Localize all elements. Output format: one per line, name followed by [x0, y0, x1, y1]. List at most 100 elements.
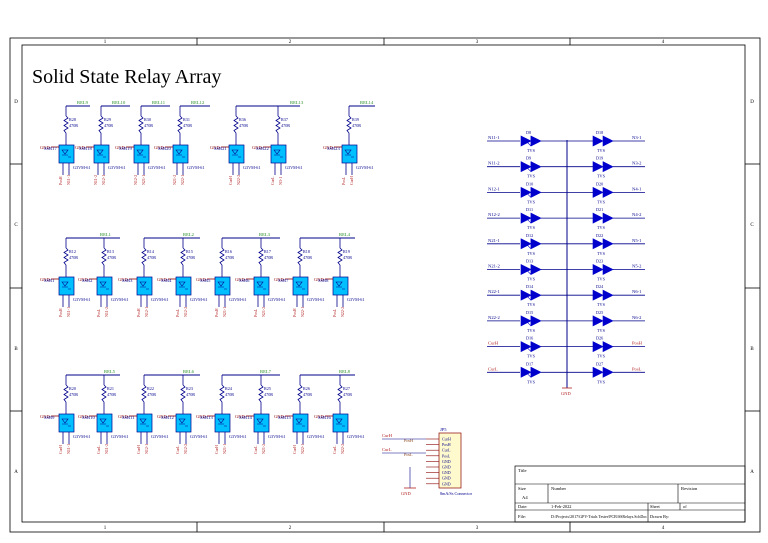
tvs-value: TVS	[597, 302, 606, 307]
col-label-top: 3	[476, 40, 479, 45]
resistor-value: 470R	[69, 255, 78, 260]
row-label-right: D	[750, 100, 754, 105]
tvs-ref: D18	[596, 130, 603, 135]
gnd-label: GND	[235, 414, 245, 419]
date-label: Date:	[518, 504, 528, 509]
ssr-body	[136, 276, 153, 296]
resistor	[233, 115, 239, 134]
tvs-ref: D14	[526, 284, 534, 289]
connector-pin: CurH	[442, 437, 451, 442]
tvs-value: TVS	[597, 174, 606, 179]
ssr-symbol	[231, 149, 241, 158]
resistor-value: 470R	[186, 255, 195, 260]
net-label: REL4	[339, 232, 351, 237]
resistor	[346, 115, 352, 134]
ssr-body	[96, 276, 113, 296]
connector-pin: GND	[442, 470, 451, 475]
gnd-label: GND	[75, 145, 85, 150]
tvs-ref: D27	[596, 361, 603, 366]
ssr-ref: SSR10	[82, 415, 95, 420]
resistor	[297, 384, 303, 403]
tvs-ref: D9	[526, 156, 531, 161]
ssr-symbol	[175, 149, 185, 158]
ssr-body	[136, 413, 153, 433]
gnd-label: GND	[235, 277, 245, 282]
ssr-output-net: N22-1	[300, 307, 305, 317]
ssr-body	[332, 276, 349, 296]
size-label: Size	[518, 486, 526, 491]
ssr-output-net: PosL	[96, 308, 101, 317]
col-label-bottom: 3	[476, 526, 479, 531]
tvs-diode	[592, 315, 604, 327]
tvs-diode	[530, 186, 542, 198]
tvs-right-net: N3-2	[632, 161, 642, 166]
ssr-symbol	[335, 418, 345, 427]
resistor	[275, 115, 281, 134]
gnd-label: GND	[323, 145, 333, 150]
ssr-output-net: PosL	[175, 308, 180, 317]
tvs-left-net: N11-1	[488, 135, 500, 140]
col-label-top: 1	[104, 40, 107, 45]
ssr-ref: SSR16	[318, 415, 331, 420]
resistor	[177, 115, 183, 134]
ssr-ref: SSR9	[44, 415, 55, 420]
tvs-ref: D21	[596, 207, 603, 212]
net-label: REL2	[183, 232, 195, 237]
resistor-ref: R12	[69, 249, 76, 254]
ssr-ref: SSR12	[161, 415, 174, 420]
ssr-output-net: N11-2	[104, 307, 109, 317]
connector-pin: PosL	[442, 453, 451, 458]
tvs-right-net: N6-1	[632, 289, 642, 294]
col-label-top: 2	[289, 40, 292, 45]
connector: JP5CurHPosHCurLPosLGNDGNDGNDGNDGNDCurHPo…	[382, 427, 473, 496]
ssr-body	[175, 276, 192, 296]
ssr-output-net: N12-2	[183, 444, 188, 454]
ssr-symbol	[99, 418, 109, 427]
row-label-left: D	[14, 100, 18, 105]
tvs-diode	[530, 161, 542, 173]
ssr-output-net: CurH	[292, 445, 297, 454]
ssr-ref: SSR6	[239, 278, 250, 283]
tvs-ref: D15	[526, 310, 533, 315]
ssr-output-net: PosH	[214, 308, 219, 317]
ssr-output-net: PosH	[58, 308, 63, 317]
tvs-value: TVS	[527, 174, 536, 179]
ssr-output-net: CurL	[96, 445, 101, 454]
ssr-ref: SSR22	[256, 146, 269, 151]
ssr-output-net: CurL	[270, 176, 275, 185]
ssr-ref: SSR18	[79, 146, 92, 151]
resistor-ref: R19	[343, 249, 350, 254]
resistor	[141, 384, 147, 403]
resistor-ref: R31	[183, 117, 190, 122]
ssr-ref: SSR17	[44, 146, 57, 151]
connector-pin: GND	[442, 481, 451, 486]
tvs-diode	[530, 315, 542, 327]
resistor-ref: R24	[225, 386, 233, 391]
ssr-body	[292, 413, 309, 433]
tvs-diode	[592, 264, 604, 275]
tvs-right-net: N5-1	[632, 238, 642, 243]
resistor	[101, 247, 107, 266]
tvs-ref: D16	[526, 336, 533, 341]
gnd-label: GND	[78, 277, 88, 282]
ssr-symbol	[335, 281, 345, 290]
tvs-diode	[602, 212, 614, 224]
row-label-right: C	[750, 223, 754, 228]
gnd-label: GND	[78, 414, 88, 419]
tvs-diode	[602, 366, 614, 378]
gnd-label: GND	[314, 414, 324, 419]
ssr-output-net: CurL	[332, 445, 337, 454]
tvs-value: TVS	[527, 354, 536, 359]
connector-net: PosL	[404, 452, 413, 457]
file-label: File:	[518, 514, 526, 519]
resistor-value: 470R	[343, 255, 352, 260]
net-label: REL13	[290, 100, 304, 105]
tvs-diode	[602, 315, 614, 327]
resistor-ref: R26	[303, 386, 310, 391]
tvs-ref: D10	[526, 181, 533, 186]
tvs-ref: D24	[596, 284, 604, 289]
resistor-ref: R14	[147, 249, 155, 254]
tvs-diode	[592, 161, 604, 173]
ssr-body	[96, 413, 113, 433]
